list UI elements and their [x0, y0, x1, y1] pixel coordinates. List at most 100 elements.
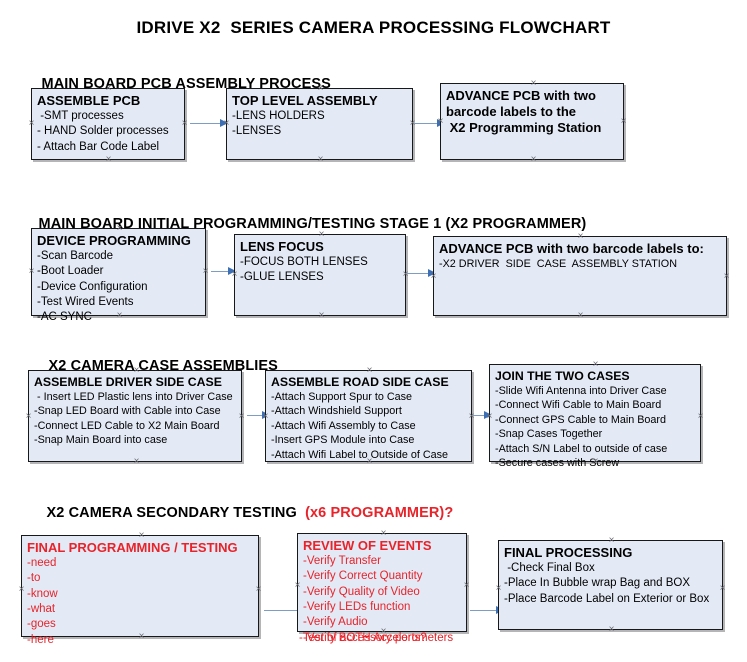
- box-line: -Connect LED Cable to X2 Main Board: [34, 419, 220, 432]
- box-final-programming-testing[interactable]: FINAL PROGRAMMING / TESTING -need -to -k…: [21, 535, 259, 646]
- connector-handle-top[interactable]: [132, 366, 141, 375]
- connector-handle-left[interactable]: [17, 585, 26, 594]
- box-assemble-road-side-case[interactable]: ASSEMBLE ROAD SIDE CASE -Attach Support …: [265, 370, 472, 462]
- connector-handle-left[interactable]: [429, 272, 438, 281]
- box-line: -X2 DRIVER SIDE CASE ASSEMBLY STATION: [439, 257, 677, 270]
- connector-handle-right[interactable]: [619, 117, 628, 126]
- box-line: -Place In Bubble wrap Bag and BOX: [504, 577, 691, 590]
- connector-handle-right[interactable]: [722, 272, 731, 281]
- box-line: -Attach Wifi Assembly to Case: [271, 419, 416, 432]
- connector-handle-bottom[interactable]: [115, 311, 124, 320]
- box-line: -Boot Loader: [37, 265, 104, 278]
- box-top-level-assembly[interactable]: TOP LEVEL ASSEMBLY -LENS HOLDERS -LENSES: [226, 88, 413, 160]
- box-title: ADVANCE PCB with two: [446, 88, 596, 103]
- box-lens-focus[interactable]: LENS FOCUS -FOCUS BOTH LENSES -GLUE LENS…: [234, 234, 406, 316]
- connector-handle-bottom[interactable]: [529, 155, 538, 164]
- box-review-of-events-overflow-line: -Test of accessory ports?: [299, 632, 427, 644]
- box-line: -Scan Barcode: [37, 249, 114, 262]
- box-line: -here: [27, 633, 54, 646]
- box-assemble-driver-side-case[interactable]: ASSEMBLE DRIVER SIDE CASE - Insert LED P…: [28, 370, 242, 462]
- section-header-text: X2 CAMERA SECONDARY TESTING: [46, 505, 306, 521]
- connector-handle-left[interactable]: [293, 581, 302, 590]
- connector-handle-bottom[interactable]: [576, 311, 585, 320]
- connector-handle-right[interactable]: [237, 412, 246, 421]
- connector-handle-right[interactable]: [718, 584, 727, 593]
- connector-handle-top[interactable]: [104, 84, 113, 93]
- box-title: REVIEW OF EVENTS: [303, 538, 432, 553]
- box-line: -Verify Correct Quantity: [303, 570, 423, 583]
- connector-handle-top[interactable]: [317, 230, 326, 239]
- box-line: -Snap LED Board with Cable into Case: [34, 405, 221, 418]
- connector-handle-right[interactable]: [467, 412, 476, 421]
- box-line: -AC SYNC: [37, 311, 92, 324]
- connector-handle-left[interactable]: [24, 412, 33, 421]
- connector-handle-right[interactable]: [401, 270, 410, 279]
- connector-handle-top[interactable]: [591, 360, 600, 369]
- connector-handle-right[interactable]: [254, 585, 263, 594]
- connector-handle-top[interactable]: [137, 531, 146, 540]
- connector-handle-left[interactable]: [222, 119, 231, 128]
- connector-handle-bottom[interactable]: [591, 457, 600, 466]
- connector-handle-left[interactable]: [485, 412, 494, 421]
- connector-handle-left[interactable]: [27, 267, 36, 276]
- connector-handle-right[interactable]: [462, 581, 471, 590]
- connector-handle-bottom[interactable]: [316, 155, 325, 164]
- box-advance-pcb-to-driver-side-case[interactable]: ADVANCE PCB with two barcode labels to: …: [433, 236, 727, 316]
- box-line: -Check Final Box: [504, 561, 595, 574]
- box-title: DEVICE PROGRAMMING: [37, 233, 191, 248]
- box-line: -need: [27, 556, 57, 569]
- box-title: ASSEMBLE DRIVER SIDE CASE: [34, 375, 222, 389]
- connector-line: [190, 123, 221, 125]
- box-line: -Snap Cases Together: [495, 428, 603, 441]
- connector-handle-left[interactable]: [230, 270, 239, 279]
- connector-handle-top[interactable]: [379, 529, 388, 538]
- box-line: -Verify LEDs function: [303, 601, 411, 614]
- connector-handle-top[interactable]: [607, 536, 616, 545]
- box-title: JOIN THE TWO CASES: [495, 369, 630, 383]
- connector-line: [470, 610, 497, 612]
- connector-line: [407, 273, 429, 275]
- connector-handle-bottom[interactable]: [365, 457, 374, 466]
- box-title: FINAL PROGRAMMING / TESTING: [27, 540, 238, 555]
- connector-handle-top[interactable]: [365, 366, 374, 375]
- connector-handle-bottom[interactable]: [104, 155, 113, 164]
- connector-handle-right[interactable]: [201, 267, 210, 276]
- connector-handle-top[interactable]: [529, 79, 538, 88]
- box-line: -Connect GPS Cable to Main Board: [495, 413, 667, 426]
- connector-handle-top[interactable]: [316, 84, 325, 93]
- box-join-the-two-cases[interactable]: JOIN THE TWO CASES -Slide Wifi Antenna i…: [489, 364, 701, 469]
- connector-handle-left[interactable]: [436, 117, 445, 126]
- connector-handle-top[interactable]: [576, 232, 585, 241]
- box-line: -goes: [27, 618, 56, 631]
- box-title-line3: X2 Programming Station: [446, 119, 602, 135]
- connector-handle-left[interactable]: [494, 584, 503, 593]
- box-line: -Verify BOTH Accelerometers: [303, 631, 454, 644]
- box-final-processing[interactable]: FINAL PROCESSING -Check Final Box -Place…: [498, 540, 723, 630]
- box-line: -LENSES: [232, 125, 282, 138]
- box-line: -what: [27, 603, 56, 616]
- connector-handle-bottom[interactable]: [137, 632, 146, 641]
- connector-handle-bottom[interactable]: [317, 311, 326, 320]
- connector-line: [211, 271, 229, 273]
- connector-handle-right[interactable]: [696, 412, 705, 421]
- connector-handle-left[interactable]: [27, 119, 36, 128]
- box-line: -Attach S/N Label to outside of case: [495, 442, 668, 455]
- box-line: -to: [27, 572, 41, 585]
- connector-handle-right[interactable]: [180, 119, 189, 128]
- box-advance-pcb-to-x2-programming-station[interactable]: ADVANCE PCB with two barcode labels to t…: [440, 83, 624, 160]
- box-title: FINAL PROCESSING: [504, 545, 633, 560]
- box-title-line2: barcode labels to the: [446, 103, 577, 119]
- connector-line: [473, 415, 485, 417]
- box-line: -SMT processes: [37, 109, 124, 122]
- section-header-x2-camera-secondary-testing: X2 CAMERA SECONDARY TESTING (x6 PROGRAMM…: [30, 489, 454, 537]
- connector-handle-top[interactable]: [115, 224, 124, 233]
- connector-handle-bottom[interactable]: [607, 625, 616, 634]
- box-assemble-pcb[interactable]: ASSEMBLE PCB -SMT processes - HAND Solde…: [31, 88, 185, 160]
- box-device-programming[interactable]: DEVICE PROGRAMMING -Scan Barcode -Boot L…: [31, 228, 206, 323]
- section-header-red-suffix: (x6 PROGRAMMER)?: [305, 505, 454, 521]
- connector-handle-bottom[interactable]: [132, 457, 141, 466]
- box-review-of-events[interactable]: REVIEW OF EVENTS -Verify Transfer -Verif…: [297, 533, 467, 644]
- connector-handle-left[interactable]: [261, 412, 270, 421]
- box-title: ASSEMBLE ROAD SIDE CASE: [271, 375, 449, 389]
- box-line: -Connect Wifi Cable to Main Board: [495, 399, 662, 412]
